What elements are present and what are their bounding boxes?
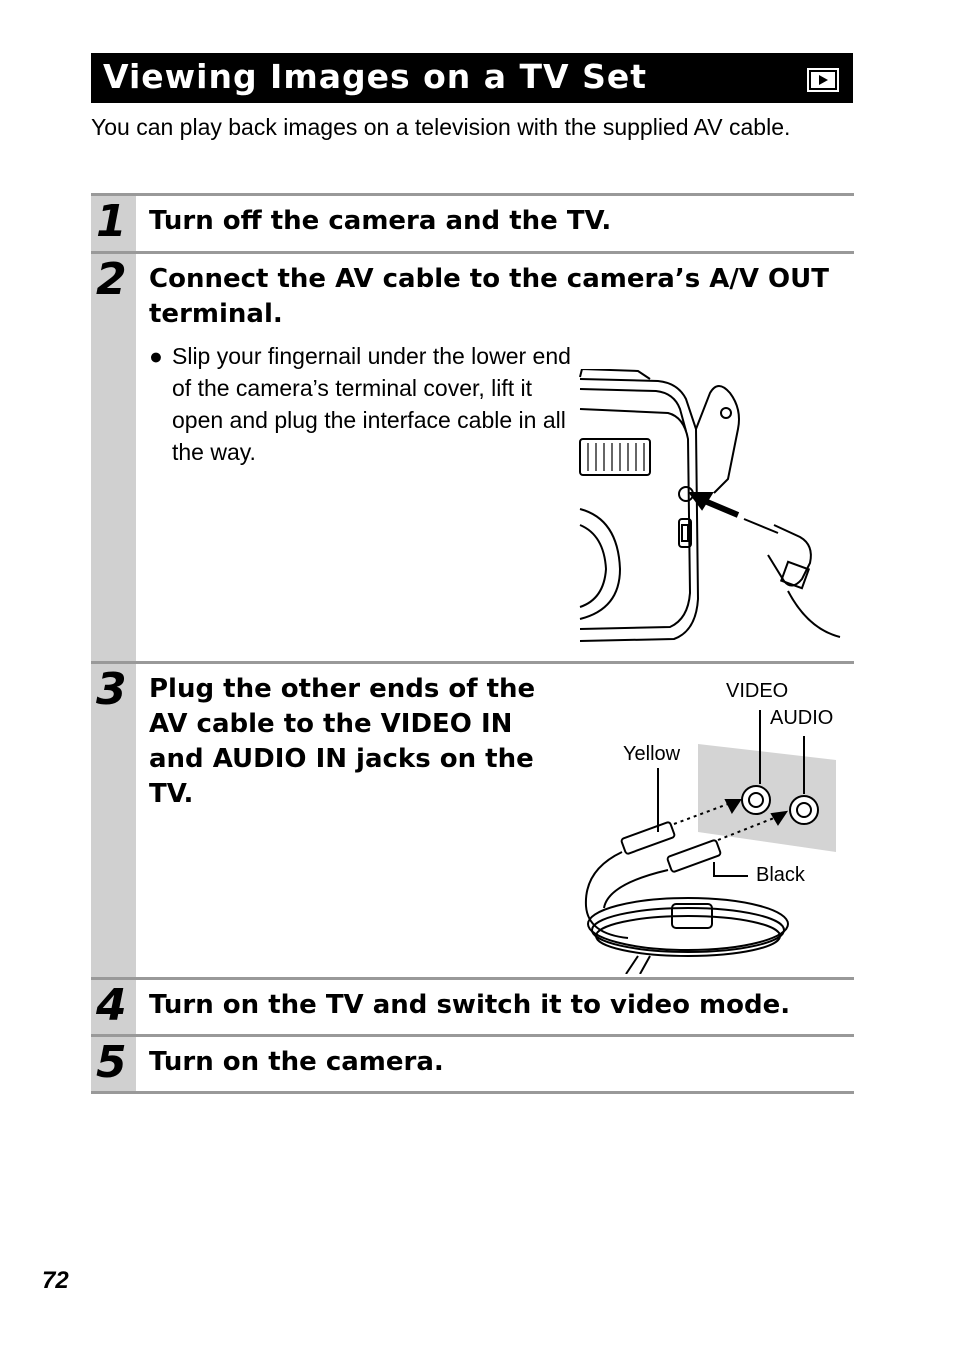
step-1: 1 Turn off the camera and the TV. [91,193,854,252]
step-heading: Connect the AV cable to the camera’s A/V… [149,264,829,329]
step-heading: Turn on the camera. [149,1047,444,1077]
step-heading: Turn off the camera and the TV. [149,206,612,236]
step-heading: Plug the other ends of the AV cable to t… [149,674,536,809]
step-4: 4 Turn on the TV and switch it to video … [91,977,854,1035]
step-3: 3 Plug the other ends of the AV cable to… [91,661,854,979]
camera-av-out-illustration [579,369,841,642]
bullet-text: Slip your fingernail under the lower end… [172,343,571,465]
steps-bottom-rule [91,1091,854,1094]
step-number-column: 2 [91,254,136,662]
step-heading: Turn on the TV and switch it to video mo… [149,990,791,1020]
tv-jacks-illustration [584,710,836,974]
step-number: 1 [96,196,127,247]
yellow-label: Yellow [623,743,681,765]
step-5: 5 Turn on the camera. [91,1034,854,1092]
step-number: 2 [96,254,127,305]
bullet-dot: ● [149,343,163,369]
step-number-column: 4 [91,980,136,1035]
step-number: 4 [96,980,127,1031]
play-mode-icon [807,68,839,92]
video-label: VIDEO [726,680,789,702]
black-label: Black [756,864,805,886]
intro-text: You can play back images on a television… [91,114,791,140]
step-number: 5 [96,1037,127,1088]
step-number: 3 [96,664,127,715]
section-title-bar: Viewing Images on a TV Set [91,53,853,103]
step-number-column: 5 [91,1037,136,1092]
step-number-column: 1 [91,196,136,252]
step-2: 2 Connect the AV cable to the camera’s A… [91,251,854,662]
page-number: 72 [42,1267,69,1294]
audio-label: AUDIO [770,707,834,729]
step-number-column: 3 [91,664,136,979]
page-title: Viewing Images on a TV Set [103,57,647,96]
